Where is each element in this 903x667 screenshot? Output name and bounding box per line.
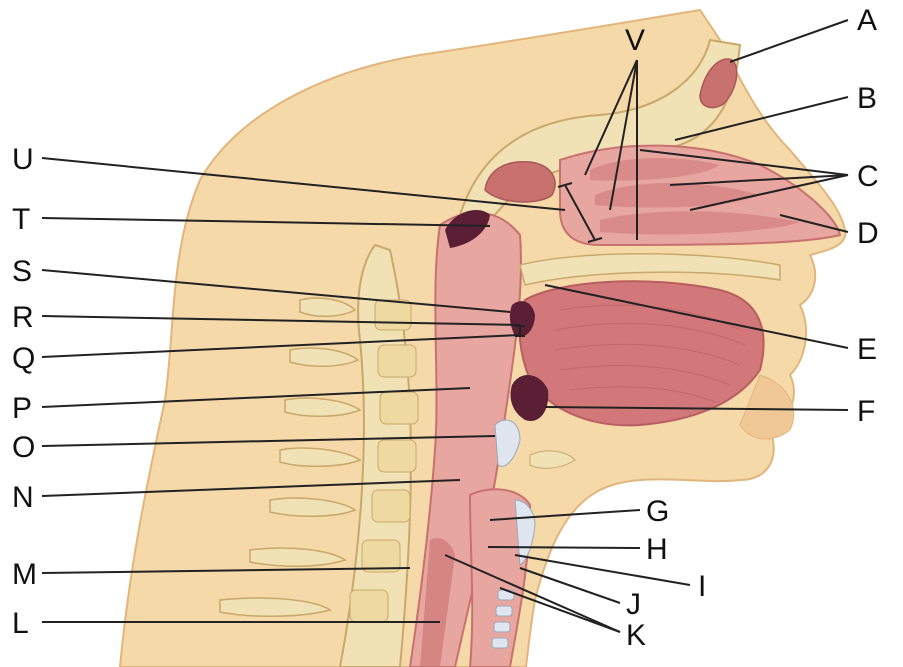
label-Q: Q bbox=[12, 342, 35, 375]
label-A: A bbox=[857, 4, 877, 37]
tongue-muscle-lines bbox=[554, 304, 746, 403]
label-U: U bbox=[12, 143, 34, 176]
label-K: K bbox=[626, 619, 646, 652]
cervical-vertebrae bbox=[338, 243, 419, 667]
label-S: S bbox=[12, 255, 32, 288]
label-T: T bbox=[12, 203, 30, 236]
label-N: N bbox=[12, 481, 34, 514]
hard-palate bbox=[519, 253, 781, 286]
epiglottis bbox=[494, 419, 521, 467]
label-J: J bbox=[626, 588, 641, 621]
label-E: E bbox=[857, 333, 877, 366]
esophagus bbox=[420, 538, 455, 667]
hyoid-bone bbox=[529, 450, 576, 469]
label-V: V bbox=[625, 24, 645, 57]
label-F: F bbox=[857, 395, 875, 428]
thyroid-cartilage bbox=[514, 499, 536, 566]
label-P: P bbox=[12, 392, 32, 425]
label-L: L bbox=[12, 607, 29, 640]
sphenoid-sinus bbox=[484, 161, 556, 203]
labels: A B C D E F G H I J K L M N O P Q R S T … bbox=[12, 4, 879, 652]
spinous-processes bbox=[219, 297, 362, 618]
superior-concha bbox=[590, 158, 720, 181]
leader-lines bbox=[41, 19, 849, 633]
label-G: G bbox=[646, 495, 669, 528]
inferior-concha bbox=[600, 211, 800, 235]
frontal-sinus bbox=[699, 58, 738, 109]
label-C: C bbox=[857, 160, 879, 193]
label-H: H bbox=[646, 533, 668, 566]
palatine-tonsil bbox=[510, 374, 549, 421]
pharyngeal-tonsil bbox=[445, 210, 490, 248]
label-R: R bbox=[12, 301, 34, 334]
label-D: D bbox=[857, 217, 879, 250]
soft-palate-uvula bbox=[509, 301, 535, 337]
label-B: B bbox=[857, 82, 877, 115]
lower-lip-chin bbox=[739, 374, 795, 440]
label-O: O bbox=[12, 431, 35, 464]
label-I: I bbox=[698, 570, 706, 603]
label-M: M bbox=[12, 558, 37, 591]
